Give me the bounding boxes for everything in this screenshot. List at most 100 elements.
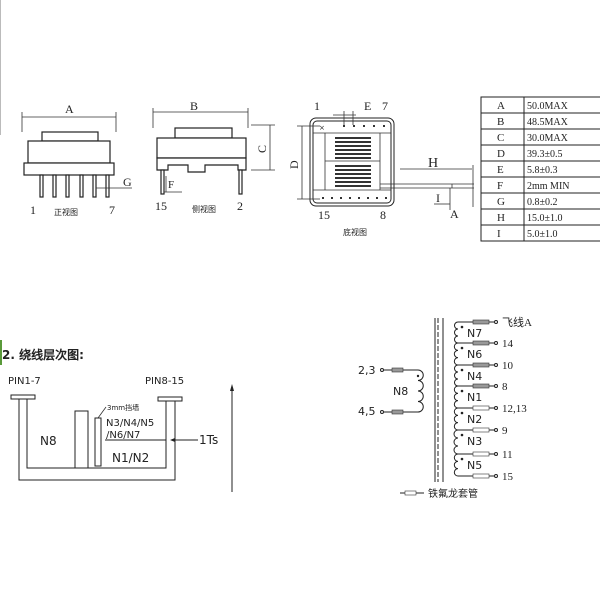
polarity-dot-icon [460,389,464,393]
winding-name: N5 [467,459,482,472]
dim-e-label: E [364,99,371,113]
winding-name: N1 [467,391,482,404]
sleeve-legend-label: 铁氟龙套管 [428,487,478,500]
tap-label: 8 [502,381,508,393]
tap-label: 10 [502,360,514,372]
bottom-pin-8: 8 [380,208,386,222]
tap-2: 10 [458,360,514,372]
secondary-winding: N4 [454,364,482,387]
dim-d-label: D [287,160,301,169]
winding-layer-diagram: 2. 绕线层次图: PIN1-7 PIN8-15 3mm挡墙 N3/N4/N5 … [2,347,234,492]
table-row: F 2mm MIN [497,180,570,192]
terminal-icon [494,406,498,410]
dim-key: H [497,212,505,224]
secondary-winding: N3 [453,429,482,455]
tap-3: 8 [458,381,508,393]
tap-6: 11 [458,449,513,461]
dim-value: 39.3±0.5 [527,149,563,160]
pin1-x-mark: × [319,124,325,132]
polarity-dot-icon [460,368,464,372]
dim-key: A [497,100,505,112]
terminal-icon [494,341,498,345]
polarity-dot-icon [460,325,464,329]
winding-name: N3 [467,435,482,448]
dim-key: F [497,180,503,192]
polarity-dot-icon [460,433,464,437]
primary-winding-name: N8 [393,385,408,398]
secondary-winding: N6 [453,342,482,366]
dim-b-label: B [190,99,198,113]
front-pins [39,174,110,198]
transformer-schematic: 2,3 4,5 N8 铁氟龙套管 飞线A1410812,1391115N7N6N… [358,315,532,500]
lower-layer: N1/N2 [112,451,149,465]
bottom-pin-7: 7 [382,99,388,113]
teflon-sleeve-icon [472,340,490,346]
terminal-icon [494,363,498,367]
left-layer: N8 [40,434,57,448]
secondary-winding: N2 [453,407,482,431]
terminal-icon [494,474,498,478]
pin-right-label: PIN8-15 [145,376,184,387]
teflon-sleeve-icon [472,383,490,389]
dim-value: 2mm MIN [527,181,570,192]
secondary-winding: N1 [453,385,482,409]
front-pin-right: 7 [109,203,115,217]
turns-label: 1Ts [199,433,218,447]
pin-left-label: PIN1-7 [8,376,41,387]
bottom-view: × 1 E 7 D H I A 15 8 底视图 [287,99,474,237]
polarity-dot-icon [460,346,464,350]
wall-label: 3mm挡墙 [107,403,139,412]
teflon-sleeve-icon [472,473,490,479]
dim-c-label: C [255,145,269,153]
bottom-pin-dots [322,125,387,199]
dim-i-label: I [436,191,440,205]
teflon-sleeve-icon [472,319,490,325]
terminal-icon [494,384,498,388]
tap-0: 飞线A [458,315,532,329]
upper-layer-2: /N6/N7 [106,430,140,441]
front-view: A G 1 正视图 7 [21,102,132,217]
primary-bottom-pin: 4,5 [358,405,376,418]
dim-g-label: G [123,175,132,189]
dim-key: E [497,164,504,176]
tap-label: 飞线A [502,315,532,329]
side-caption: 侧视图 [192,204,216,214]
dim-a-label: A [65,102,74,116]
side-pin-right: 2 [237,199,243,213]
tap-label: 15 [502,471,514,483]
bottom-pin-15: 15 [318,208,330,222]
tap-5: 9 [458,425,508,437]
front-caption: 正视图 [54,207,78,217]
bobbin-wire-stripes [335,137,371,187]
tap-1: 14 [458,338,514,350]
tap-label: 12,13 [502,403,527,415]
dim-f-label: F [168,179,174,191]
dim-h-label: H [428,156,438,171]
teflon-sleeve-icon [472,451,490,457]
tap-label: 9 [502,425,508,437]
secondary-winding: N5 [453,453,482,477]
winding-name: N4 [467,370,482,383]
secondary-winding: N7 [454,321,482,344]
tap-label: 14 [502,338,514,350]
dim-key: I [497,228,501,240]
polarity-dot-icon [460,411,464,415]
dim-a-lead-label: A [450,207,459,221]
terminal-icon [494,320,498,324]
dim-key: G [497,196,505,208]
polarity-dot-icon [460,457,464,461]
winding-section-title: 2. 绕线层次图: [2,347,84,362]
terminal-icon [494,452,498,456]
winding-name: N2 [467,413,482,426]
